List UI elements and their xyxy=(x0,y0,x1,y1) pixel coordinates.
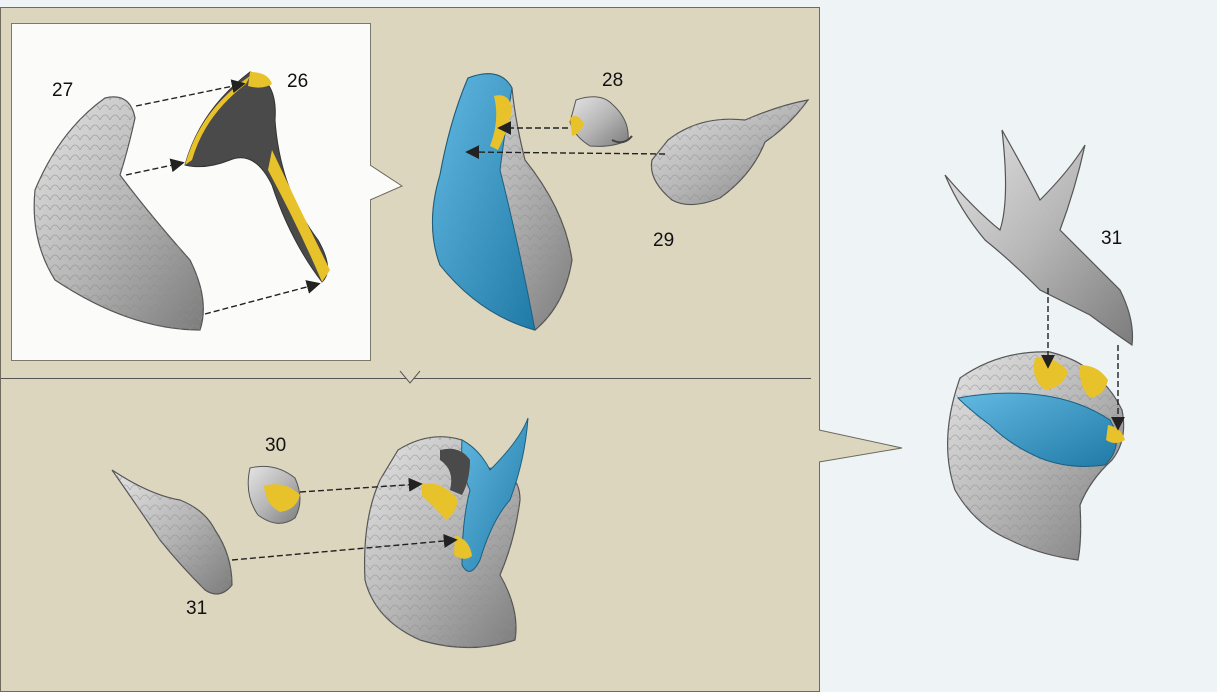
neck-assembly-top xyxy=(433,74,573,330)
label-part-30: 30 xyxy=(265,435,286,457)
label-part-26: 26 xyxy=(287,71,308,93)
step-callout-pointer xyxy=(400,371,420,383)
final-callout-pointer xyxy=(819,430,902,462)
part-28-small-piece xyxy=(570,97,632,147)
label-part-27: 27 xyxy=(52,80,73,102)
label-part-29: 29 xyxy=(653,230,674,252)
head-assembly-bottom xyxy=(365,418,528,648)
inset-callout-pointer xyxy=(370,165,402,200)
part-27-neck-shell xyxy=(34,97,203,330)
label-part-28: 28 xyxy=(602,70,623,92)
part-30-small-piece xyxy=(248,466,300,523)
label-part-31-right: 31 xyxy=(1101,228,1122,250)
part-26-neck-inner xyxy=(185,72,330,282)
part-31-jaw-piece xyxy=(112,470,232,594)
final-head-assembly xyxy=(948,352,1125,560)
label-part-31-bottom: 31 xyxy=(186,598,207,620)
part-29-head-crest xyxy=(651,100,808,205)
